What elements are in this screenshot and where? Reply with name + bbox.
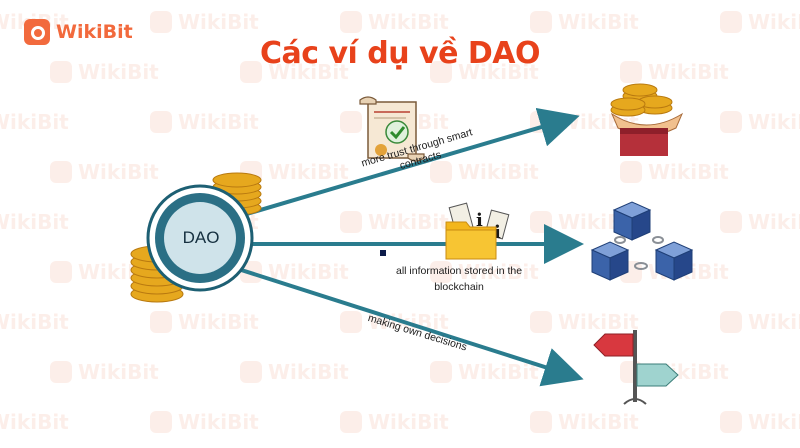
watermark-logo-icon	[150, 11, 172, 33]
watermark-logo-icon	[240, 61, 262, 83]
label-information: all information stored in the blockchain	[396, 263, 522, 295]
watermark-text: WikiBit	[0, 210, 69, 234]
watermark-logo-icon	[50, 61, 72, 83]
watermark-logo-icon	[340, 11, 362, 33]
watermark-text: WikiBit	[620, 60, 729, 84]
watermark-text: WikiBit	[620, 160, 729, 184]
watermark-text: WikiBit	[150, 110, 259, 134]
watermark-text: WikiBit	[720, 110, 800, 134]
svg-text:i: i	[476, 210, 483, 231]
blockchain-cubes-icon	[590, 201, 694, 281]
watermark-text: WikiBit	[240, 360, 349, 384]
watermark-text: WikiBit	[240, 260, 349, 284]
watermark-text: WikiBit	[720, 410, 800, 434]
wikibit-logo: WikiBit	[24, 19, 133, 45]
watermark-logo-icon	[530, 11, 552, 33]
watermark-logo-icon	[430, 261, 452, 283]
label-information-line2: blockchain	[434, 281, 484, 293]
arrow-decisions	[234, 266, 584, 387]
watermark-logo-icon	[530, 411, 552, 433]
watermark-text: WikiBit	[430, 60, 539, 84]
watermark-logo-icon	[150, 311, 172, 333]
watermark-text: WikiBit	[0, 110, 69, 134]
watermark-text: WikiBit	[340, 410, 449, 434]
watermark-text: WikiBit	[340, 210, 449, 234]
watermark-text: WikiBit	[50, 160, 159, 184]
watermark-logo-icon	[620, 61, 642, 83]
watermark-logo-icon	[720, 211, 742, 233]
watermark-text: WikiBit	[50, 60, 159, 84]
coins-hands-icon	[610, 83, 684, 156]
watermark-text: WikiBit	[0, 410, 69, 434]
bullet-square	[380, 250, 386, 256]
watermark-logo-icon	[530, 311, 552, 333]
certificate-icon	[359, 96, 425, 162]
watermark-logo-icon	[720, 11, 742, 33]
watermark-logo-icon	[50, 161, 72, 183]
watermark-text: WikiBit	[240, 60, 349, 84]
watermark-logo-icon	[720, 311, 742, 333]
watermark-text: WikiBit	[720, 310, 800, 334]
watermark-logo-icon	[240, 361, 262, 383]
watermark-text: WikiBit	[720, 210, 800, 234]
watermark-logo-icon	[430, 161, 452, 183]
watermark-logo-icon	[340, 111, 362, 133]
watermark-logo-icon	[150, 111, 172, 133]
watermark-text: WikiBit	[530, 10, 639, 34]
folder-documents-icon: i i	[445, 202, 510, 260]
watermark-text: WikiBit	[430, 160, 539, 184]
watermark-logo-icon	[50, 361, 72, 383]
watermark-text: WikiBit	[530, 310, 639, 334]
dao-label: DAO	[182, 228, 220, 247]
watermark-text: WikiBit	[340, 10, 449, 34]
watermark-text: WikiBit	[430, 360, 539, 384]
svg-text:i: i	[494, 222, 501, 243]
watermark-text: WikiBit	[150, 310, 259, 334]
watermark-logo-icon	[340, 411, 362, 433]
watermark-logo-icon	[150, 411, 172, 433]
watermark-text: WikiBit	[720, 10, 800, 34]
watermark-logo-icon	[720, 111, 742, 133]
watermark-logo-icon	[620, 161, 642, 183]
watermark-logo-icon	[340, 311, 362, 333]
signpost-flags-icon	[593, 330, 679, 405]
arrow-trust	[239, 107, 580, 218]
wikibit-logo-icon	[24, 19, 50, 45]
watermark-logo-icon	[50, 261, 72, 283]
brand-name: WikiBit	[56, 21, 133, 43]
watermark-text: WikiBit	[50, 360, 159, 384]
watermark-logo-icon	[340, 211, 362, 233]
watermark-text: WikiBit	[150, 10, 259, 34]
watermark-logo-icon	[430, 61, 452, 83]
watermark-logo-icon	[430, 361, 452, 383]
watermark-text: WikiBit	[430, 260, 539, 284]
label-information-line1: all information stored in the	[396, 265, 523, 277]
watermark-text: WikiBit	[530, 410, 639, 434]
watermark-text: WikiBit	[0, 310, 69, 334]
watermark-logo-icon	[720, 411, 742, 433]
page-title: Các ví dụ về DAO	[259, 36, 541, 71]
watermark-text: WikiBit	[150, 410, 259, 434]
dao-node	[146, 184, 254, 292]
